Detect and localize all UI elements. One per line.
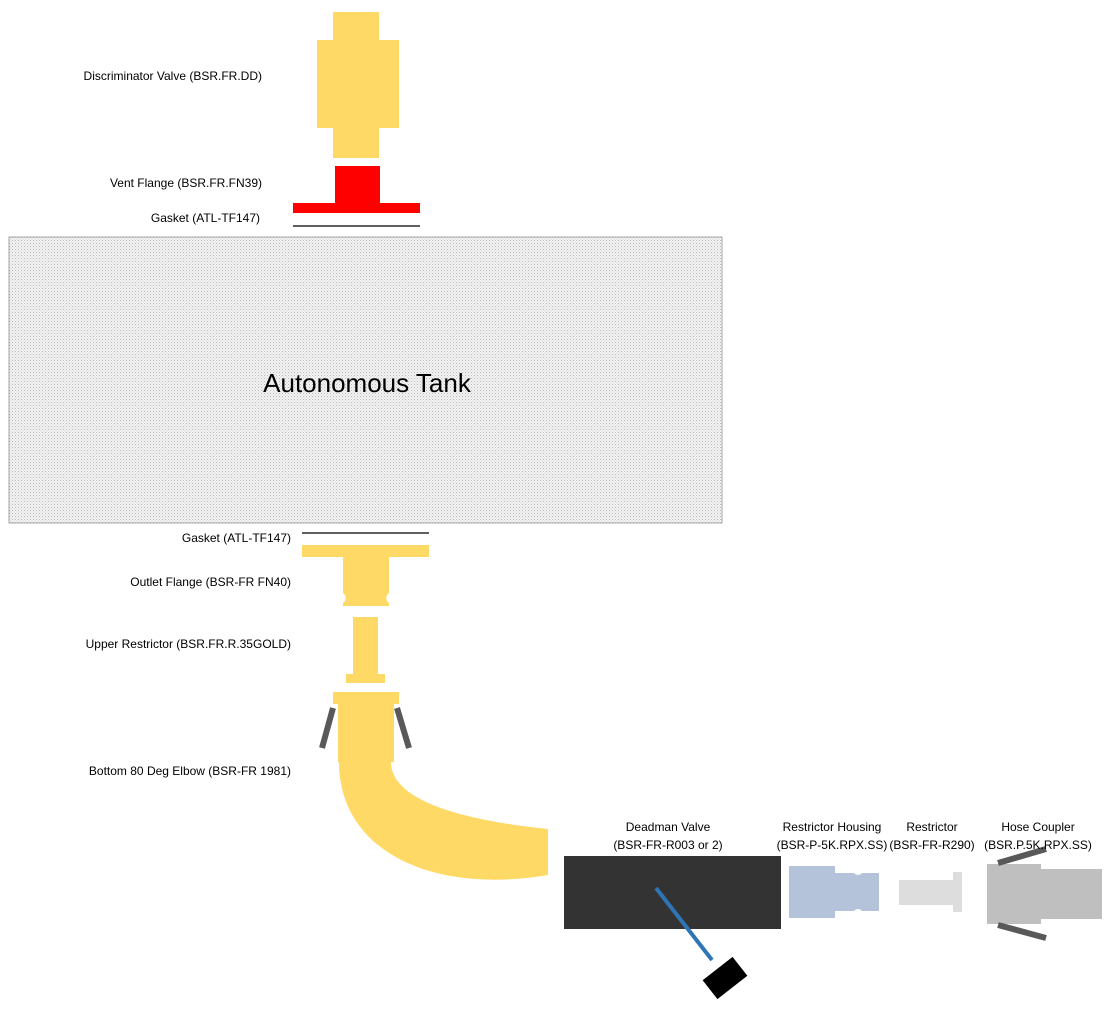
restrictor-label-line1: Restrictor: [906, 820, 957, 834]
autonomous-tank: [8, 236, 723, 524]
restrictor-label-line2: (BSR-FR-R290): [889, 838, 974, 852]
restrictor-housing-label-line2: (BSR-P-5K.RPX.SS): [777, 838, 888, 852]
outlet-flange-shape: [302, 545, 429, 606]
deadman-valve-body: [564, 856, 781, 929]
deadman-valve-lever: [654, 886, 714, 962]
gasket-top-label: Gasket (ATL-TF147): [151, 211, 260, 225]
hose-coupler-clamp-top: [997, 846, 1047, 866]
hose-coupler-shape: [987, 864, 1102, 924]
discriminator-valve-label: Discriminator Valve (BSR.FR.DD): [84, 69, 262, 83]
elbow-clamp-left: [319, 707, 336, 749]
tank-title: Autonomous Tank: [263, 368, 472, 398]
vent-flange-shape: [293, 166, 420, 213]
gasket-bottom-label: Gasket (ATL-TF147): [182, 531, 291, 545]
deadman-valve-label-line2: (BSR-FR-R003 or 2): [613, 838, 722, 852]
upper-restrictor-label: Upper Restrictor (BSR.FR.R.35GOLD): [86, 637, 291, 651]
restrictor-shape: [899, 872, 962, 912]
vent-flange-label: Vent Flange (BSR.FR.FN39): [110, 176, 262, 190]
outlet-flange-label: Outlet Flange (BSR-FR FN40): [130, 575, 291, 589]
restrictor-housing-label-line1: Restrictor Housing: [783, 820, 882, 834]
restrictor-housing-shape: [789, 865, 879, 919]
hose-coupler-label-line2: (BSR.P.5K.RPX.SS): [984, 838, 1092, 852]
bottom-elbow-label: Bottom 80 Deg Elbow (BSR-FR 1981): [89, 764, 291, 778]
discriminator-valve-shape: [317, 12, 399, 158]
deadman-valve-handle: [702, 956, 748, 1000]
bottom-elbow-shape: [333, 692, 548, 880]
deadman-valve-label-line1: Deadman Valve: [626, 820, 711, 834]
elbow-clamp-right: [394, 707, 412, 749]
hose-coupler-label-line1: Hose Coupler: [1001, 820, 1074, 834]
upper-restrictor-shape: [346, 617, 385, 683]
hose-coupler-clamp-bottom: [997, 922, 1047, 941]
